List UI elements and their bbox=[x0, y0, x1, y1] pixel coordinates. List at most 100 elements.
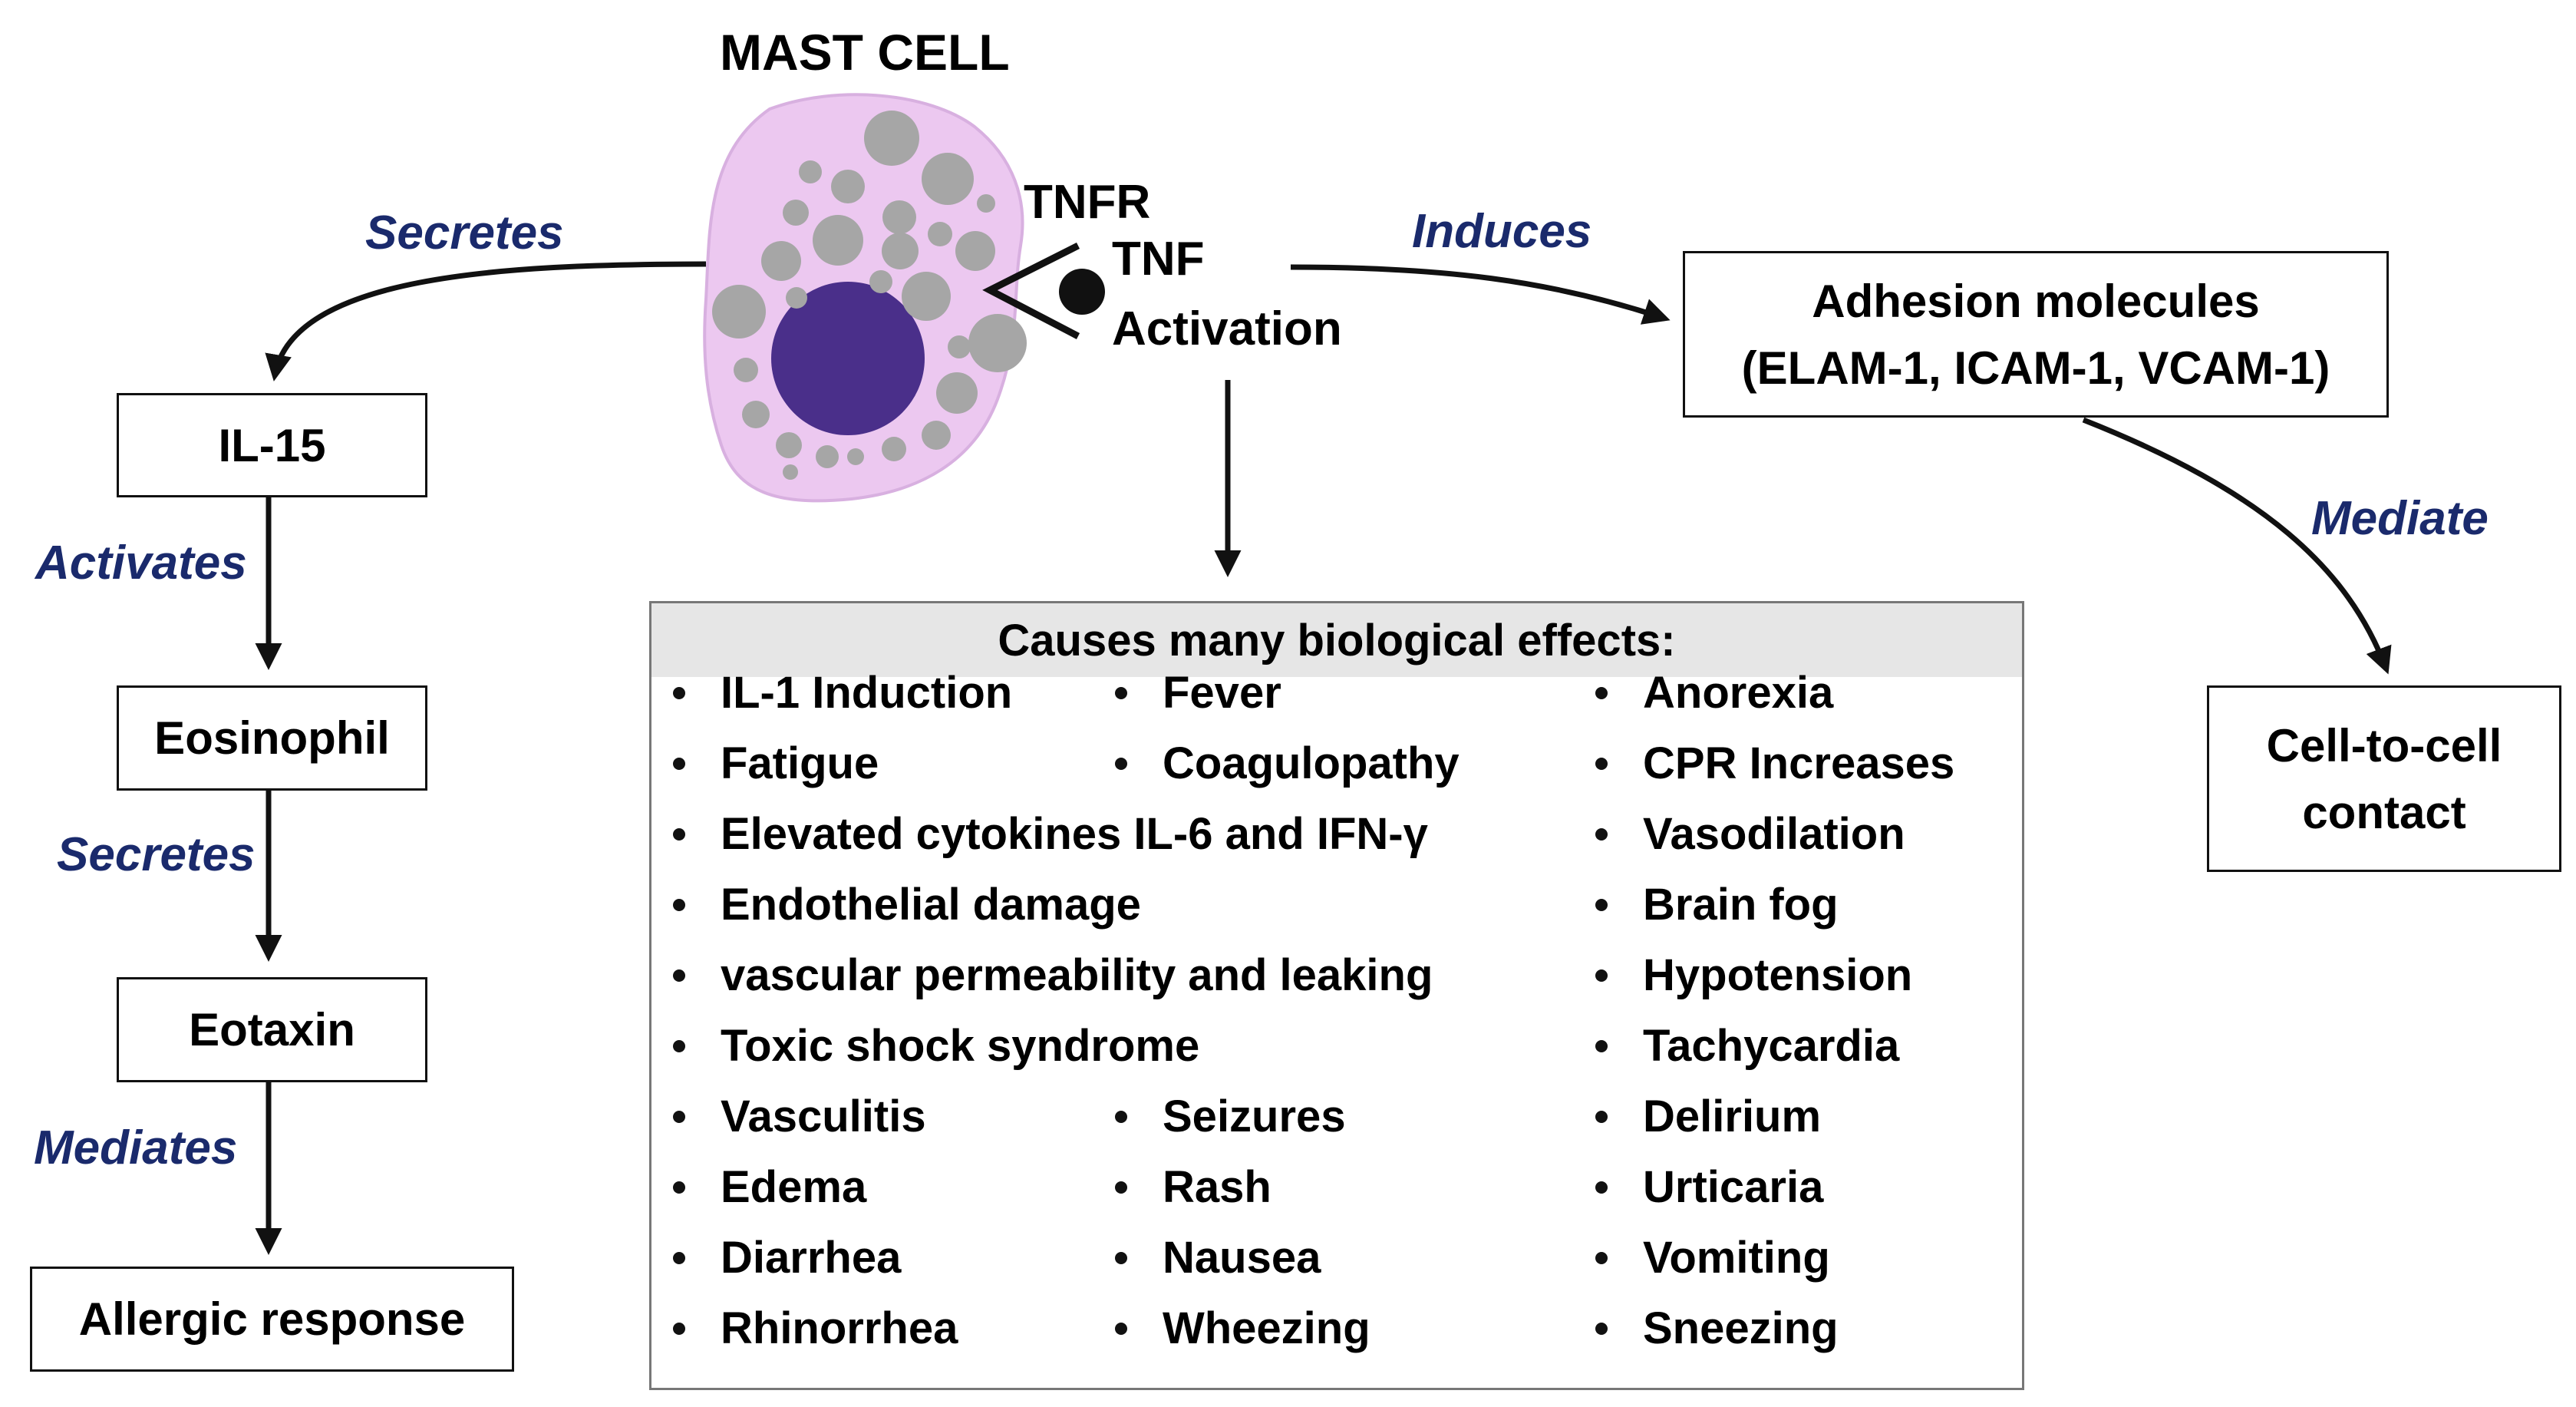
cell-contact-line-2: contact bbox=[2302, 786, 2466, 838]
effect-label: CPR Increases bbox=[1643, 738, 1955, 788]
effect-item: Wheezing bbox=[1115, 1303, 1370, 1354]
bullet-icon bbox=[673, 686, 685, 699]
bullet-icon bbox=[1115, 686, 1127, 699]
effect-label: Endothelial damage bbox=[721, 880, 1141, 930]
effects-box: Causes many biological effects: IL-1 Ind… bbox=[649, 601, 2024, 1390]
bullet-icon bbox=[1595, 969, 1608, 982]
effect-label: Rhinorrhea bbox=[721, 1303, 958, 1353]
mast-cell-granules bbox=[712, 111, 1027, 480]
effect-label: Coagulopathy bbox=[1163, 738, 1460, 788]
effect-label: Tachycardia bbox=[1643, 1021, 1900, 1071]
edge-label-mediate: Mediate bbox=[2311, 492, 2489, 545]
tnfr-label: TNFR bbox=[1024, 176, 1151, 229]
effect-label: Toxic shock syndrome bbox=[721, 1021, 1200, 1071]
bullet-icon bbox=[673, 1181, 685, 1194]
bullet-icon bbox=[673, 757, 685, 770]
effect-label: Urticaria bbox=[1643, 1162, 1824, 1212]
mast-cell-title: MAST CELL bbox=[720, 24, 1010, 81]
bullet-icon bbox=[673, 1110, 685, 1123]
effect-item: Fatigue bbox=[673, 738, 879, 789]
bullet-icon bbox=[673, 1039, 685, 1052]
effect-label: Nausea bbox=[1163, 1233, 1321, 1283]
arrow-mediate-contact bbox=[2082, 417, 2392, 675]
tnf-ligand bbox=[1059, 269, 1105, 315]
edge-label-mediates: Mediates bbox=[34, 1121, 238, 1174]
node-eotaxin-label: Eotaxin bbox=[189, 1004, 355, 1055]
bullet-icon bbox=[1595, 1181, 1608, 1194]
effect-item: Sneezing bbox=[1595, 1303, 1839, 1354]
arrow-secretes-il15 bbox=[265, 261, 707, 381]
effect-label: Wheezing bbox=[1163, 1303, 1370, 1353]
effects-header: Causes many biological effects: bbox=[651, 603, 2022, 677]
edge-label-secretes-il15: Secretes bbox=[365, 206, 564, 259]
effect-label: Seizures bbox=[1163, 1092, 1346, 1141]
activation-label: Activation bbox=[1112, 302, 1342, 355]
effect-item: IL-1 Induction bbox=[673, 667, 1012, 718]
effect-label: Elevated cytokines IL-6 and IFN-γ bbox=[721, 809, 1428, 859]
effect-item: Brain fog bbox=[1595, 879, 1839, 930]
bullet-icon bbox=[1595, 898, 1608, 911]
node-eosinophil-label: Eosinophil bbox=[154, 712, 390, 764]
effect-item: Edema bbox=[673, 1161, 866, 1213]
effect-item: Nausea bbox=[1115, 1232, 1321, 1283]
tnfr-receptor bbox=[982, 242, 1080, 339]
edge-label-induces: Induces bbox=[1412, 205, 1592, 258]
cell-contact-line-1: Cell-to-cell bbox=[2266, 719, 2502, 771]
node-il15-label: IL-15 bbox=[218, 419, 326, 471]
bullet-icon bbox=[1115, 1181, 1127, 1194]
node-eosinophil: Eosinophil bbox=[117, 685, 427, 791]
effect-item: Vomiting bbox=[1595, 1232, 1830, 1283]
effect-label: Edema bbox=[721, 1162, 867, 1212]
effect-item: vascular permeability and leaking bbox=[673, 950, 1433, 1001]
effect-item: Vasodilation bbox=[1595, 808, 1905, 860]
bullet-icon bbox=[1595, 827, 1608, 841]
bullet-icon bbox=[1595, 757, 1608, 770]
effect-item: Toxic shock syndrome bbox=[673, 1020, 1199, 1072]
effect-label: Vasculitis bbox=[721, 1092, 926, 1141]
bullet-icon bbox=[1595, 1322, 1608, 1335]
effect-item: Vasculitis bbox=[673, 1091, 926, 1142]
bullet-icon bbox=[1115, 1251, 1127, 1264]
effect-item: Coagulopathy bbox=[1115, 738, 1460, 789]
effect-item: Seizures bbox=[1115, 1091, 1346, 1142]
effect-label: Hypotension bbox=[1643, 950, 1913, 1000]
bullet-icon bbox=[673, 1251, 685, 1264]
effect-item: Diarrhea bbox=[673, 1232, 901, 1283]
bullet-icon bbox=[1115, 1322, 1127, 1335]
bullet-icon bbox=[673, 1322, 685, 1335]
effect-item: Rhinorrhea bbox=[673, 1303, 958, 1354]
bullet-icon bbox=[673, 827, 685, 841]
bullet-icon bbox=[1115, 1110, 1127, 1123]
bullet-icon bbox=[673, 898, 685, 911]
bullet-icon bbox=[1595, 1039, 1608, 1052]
effect-label: Rash bbox=[1163, 1162, 1272, 1212]
bullet-icon bbox=[1595, 1251, 1608, 1264]
bullet-icon bbox=[1115, 757, 1127, 770]
effect-item: Elevated cytokines IL-6 and IFN-γ bbox=[673, 808, 1428, 860]
effect-label: Delirium bbox=[1643, 1092, 1822, 1141]
node-eotaxin: Eotaxin bbox=[117, 977, 427, 1082]
effect-item: Fever bbox=[1115, 667, 1281, 718]
edge-label-secretes-eotaxin: Secretes bbox=[57, 828, 256, 881]
mast-cell-nucleus bbox=[771, 282, 925, 435]
effect-item: Tachycardia bbox=[1595, 1020, 1899, 1072]
effect-item: Rash bbox=[1115, 1161, 1272, 1213]
effect-label: IL-1 Induction bbox=[721, 668, 1013, 718]
effect-label: Diarrhea bbox=[721, 1233, 902, 1283]
effect-label: Sneezing bbox=[1643, 1303, 1839, 1353]
arrow-induces-adhesion bbox=[1290, 264, 1671, 325]
effect-item: Endothelial damage bbox=[673, 879, 1141, 930]
effect-item: Anorexia bbox=[1595, 667, 1833, 718]
tnf-label: TNF bbox=[1112, 233, 1205, 286]
adhesion-line-2: (ELAM-1, ICAM-1, VCAM-1) bbox=[1741, 342, 2330, 394]
node-allergic-response: Allergic response bbox=[30, 1267, 514, 1372]
effect-label: Vasodilation bbox=[1643, 809, 1905, 859]
effect-label: Fatigue bbox=[721, 738, 879, 788]
effect-label: vascular permeability and leaking bbox=[721, 950, 1433, 1000]
effect-item: Urticaria bbox=[1595, 1161, 1823, 1213]
node-allergic-label: Allergic response bbox=[78, 1293, 466, 1345]
effect-item: CPR Increases bbox=[1595, 738, 1954, 789]
node-il15: IL-15 bbox=[117, 393, 427, 497]
effect-label: Vomiting bbox=[1643, 1233, 1830, 1283]
